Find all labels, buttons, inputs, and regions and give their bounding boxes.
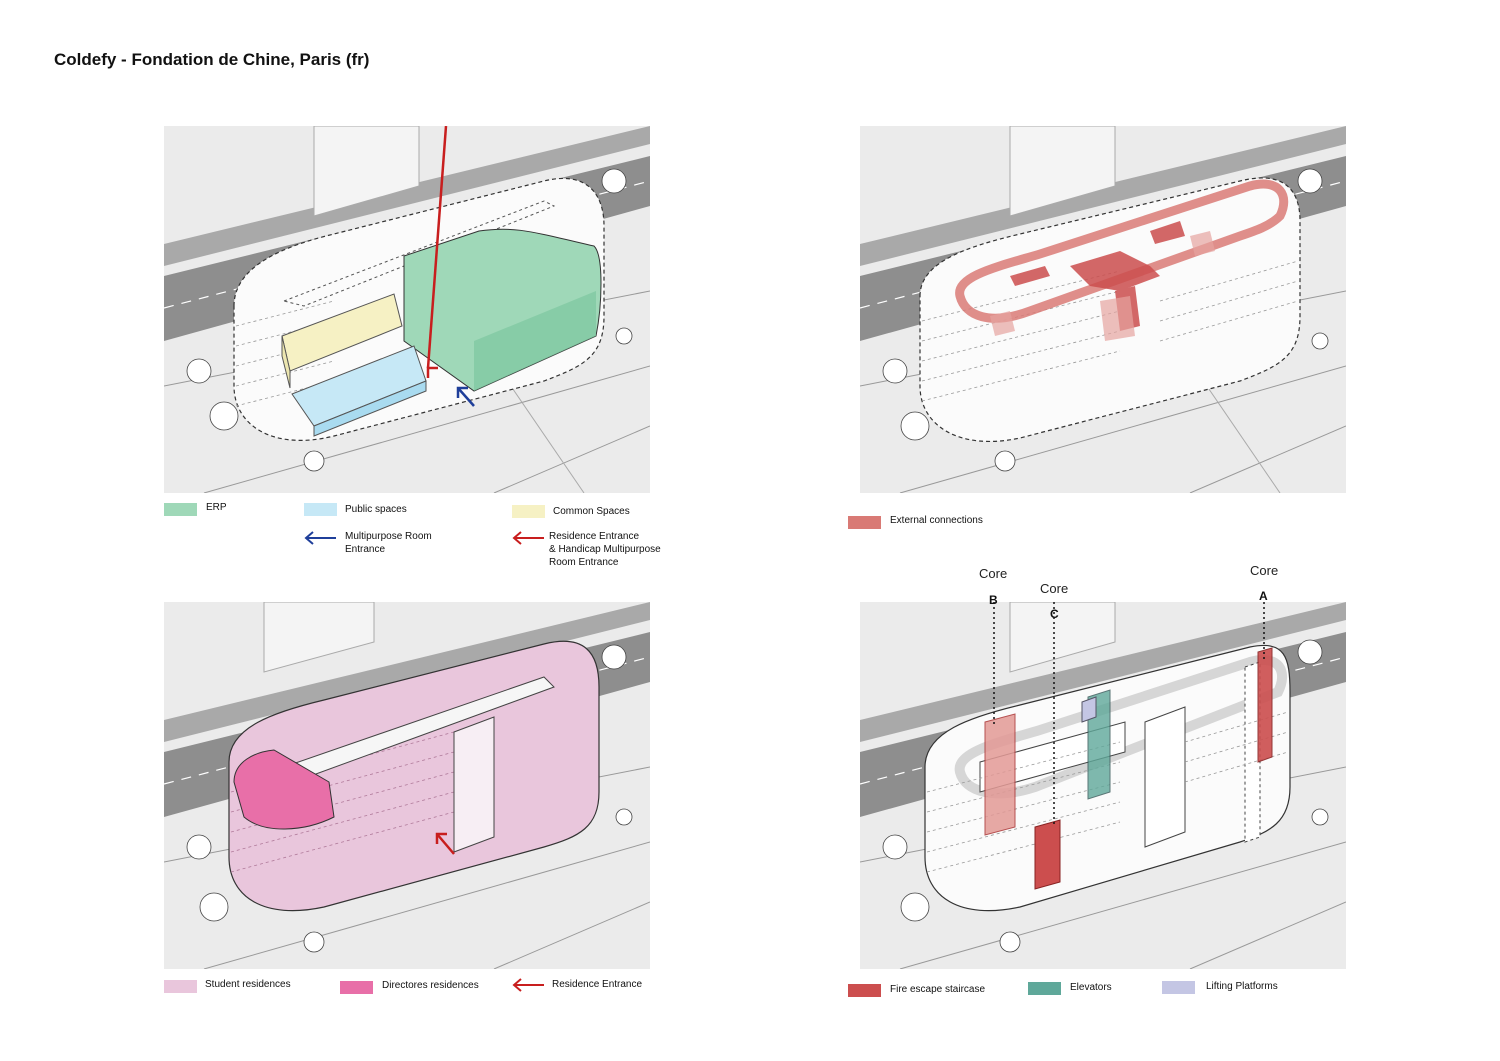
legend-multipurpose-entrance: Multipurpose Room Entrance bbox=[345, 531, 432, 555]
legend-swatch-fire bbox=[848, 984, 881, 997]
diagram-panel-residences bbox=[164, 602, 650, 969]
core-c-label: Core bbox=[1040, 581, 1069, 596]
core-c-letter: C bbox=[1050, 607, 1059, 621]
core-c-staircase bbox=[1034, 819, 1061, 890]
legend-arrow-blue-icon bbox=[304, 531, 336, 545]
diagram-panel-external-connections bbox=[860, 126, 1346, 493]
legend-student: Student residences bbox=[205, 979, 291, 990]
legend-directors: Directores residences bbox=[382, 980, 479, 991]
core-a-letter: A bbox=[1259, 589, 1268, 603]
diagram-panel-program bbox=[164, 126, 650, 493]
legend-external: External connections bbox=[890, 515, 983, 526]
page-title: Coldefy - Fondation de Chine, Paris (fr) bbox=[54, 50, 370, 69]
core-a-staircase bbox=[1257, 647, 1273, 763]
site-axonometric bbox=[164, 602, 650, 969]
residence-entrance-arrow bbox=[435, 832, 455, 855]
legend-arrow-red-icon bbox=[512, 531, 544, 545]
site-axonometric bbox=[860, 602, 1346, 969]
legend-swatch-elevators bbox=[1028, 982, 1061, 995]
multipurpose-entrance-arrow bbox=[456, 386, 475, 407]
legend-swatch-directors bbox=[340, 981, 373, 994]
legend-swatch-public bbox=[304, 503, 337, 516]
legend-residence-entrance: Residence Entrance bbox=[552, 979, 643, 990]
core-b-letter: B bbox=[989, 593, 998, 607]
legend-lifting: Lifting Platforms bbox=[1206, 981, 1278, 992]
legend-swatch-external bbox=[848, 516, 881, 529]
legend-residence-entrance: Residence Entrance & Handicap Multipurpo… bbox=[549, 531, 661, 568]
legend-elevators: Elevators bbox=[1070, 982, 1112, 993]
lifting-platform-volume bbox=[1081, 696, 1097, 723]
legend-swatch-student bbox=[164, 980, 197, 993]
legend-arrow-red-icon bbox=[512, 978, 544, 992]
site-axonometric bbox=[860, 126, 1346, 493]
legend-swatch-lifting bbox=[1162, 981, 1195, 994]
diagram-panel-circulation-cores bbox=[860, 602, 1346, 969]
legend-swatch-erp bbox=[164, 503, 197, 516]
core-b-staircase bbox=[984, 713, 1016, 836]
site-axonometric bbox=[164, 126, 650, 493]
legend-public: Public spaces bbox=[345, 504, 407, 515]
legend-swatch-common bbox=[512, 505, 545, 518]
core-b-label: Core bbox=[979, 566, 1008, 581]
legend-fire: Fire escape staircase bbox=[890, 984, 986, 995]
legend-erp: ERP bbox=[206, 502, 227, 513]
legend-common: Common Spaces bbox=[553, 506, 630, 517]
residence-entrance-arrow bbox=[426, 126, 448, 378]
core-a-label: Core bbox=[1250, 563, 1279, 578]
